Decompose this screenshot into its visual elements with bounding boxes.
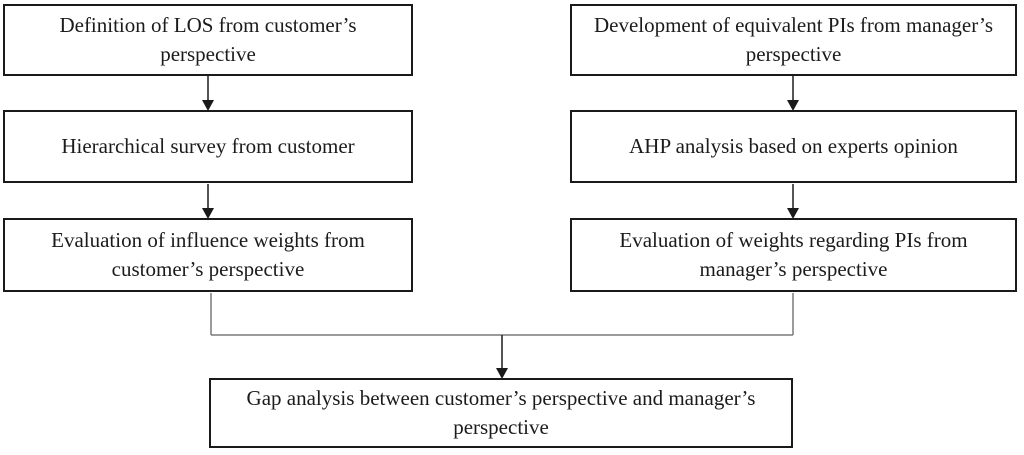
box-influence-weights: Evaluation of influence weights from cus…	[3, 218, 413, 292]
down-arrow-icon-center	[496, 335, 508, 379]
box-definition-los-label: Definition of LOS from customer’s perspe…	[59, 13, 357, 66]
box-ahp-analysis-label: AHP analysis based on experts opinion	[629, 134, 958, 158]
down-arrow-icon-left-2	[202, 184, 214, 219]
box-hierarchical-survey-label: Hierarchical survey from customer	[61, 134, 355, 158]
down-arrow-icon-right-2	[787, 184, 799, 219]
down-arrow-icon-right-1	[787, 76, 799, 111]
box-weights-pis-label: Evaluation of weights regarding PIs from…	[619, 228, 968, 281]
box-hierarchical-survey: Hierarchical survey from customer	[3, 110, 413, 183]
box-influence-weights-label: Evaluation of influence weights from cus…	[51, 228, 365, 281]
down-arrow-icon-left-1	[202, 76, 214, 111]
box-development-pis: Development of equivalent PIs from manag…	[570, 4, 1017, 76]
box-gap-analysis: Gap analysis between customer’s perspect…	[209, 378, 793, 448]
box-weights-pis: Evaluation of weights regarding PIs from…	[570, 218, 1017, 292]
box-development-pis-label: Development of equivalent PIs from manag…	[593, 13, 994, 66]
box-gap-analysis-label: Gap analysis between customer’s perspect…	[246, 386, 756, 439]
merge-connector-line	[210, 293, 794, 336]
box-definition-los: Definition of LOS from customer’s perspe…	[3, 4, 413, 76]
box-ahp-analysis: AHP analysis based on experts opinion	[570, 110, 1017, 183]
